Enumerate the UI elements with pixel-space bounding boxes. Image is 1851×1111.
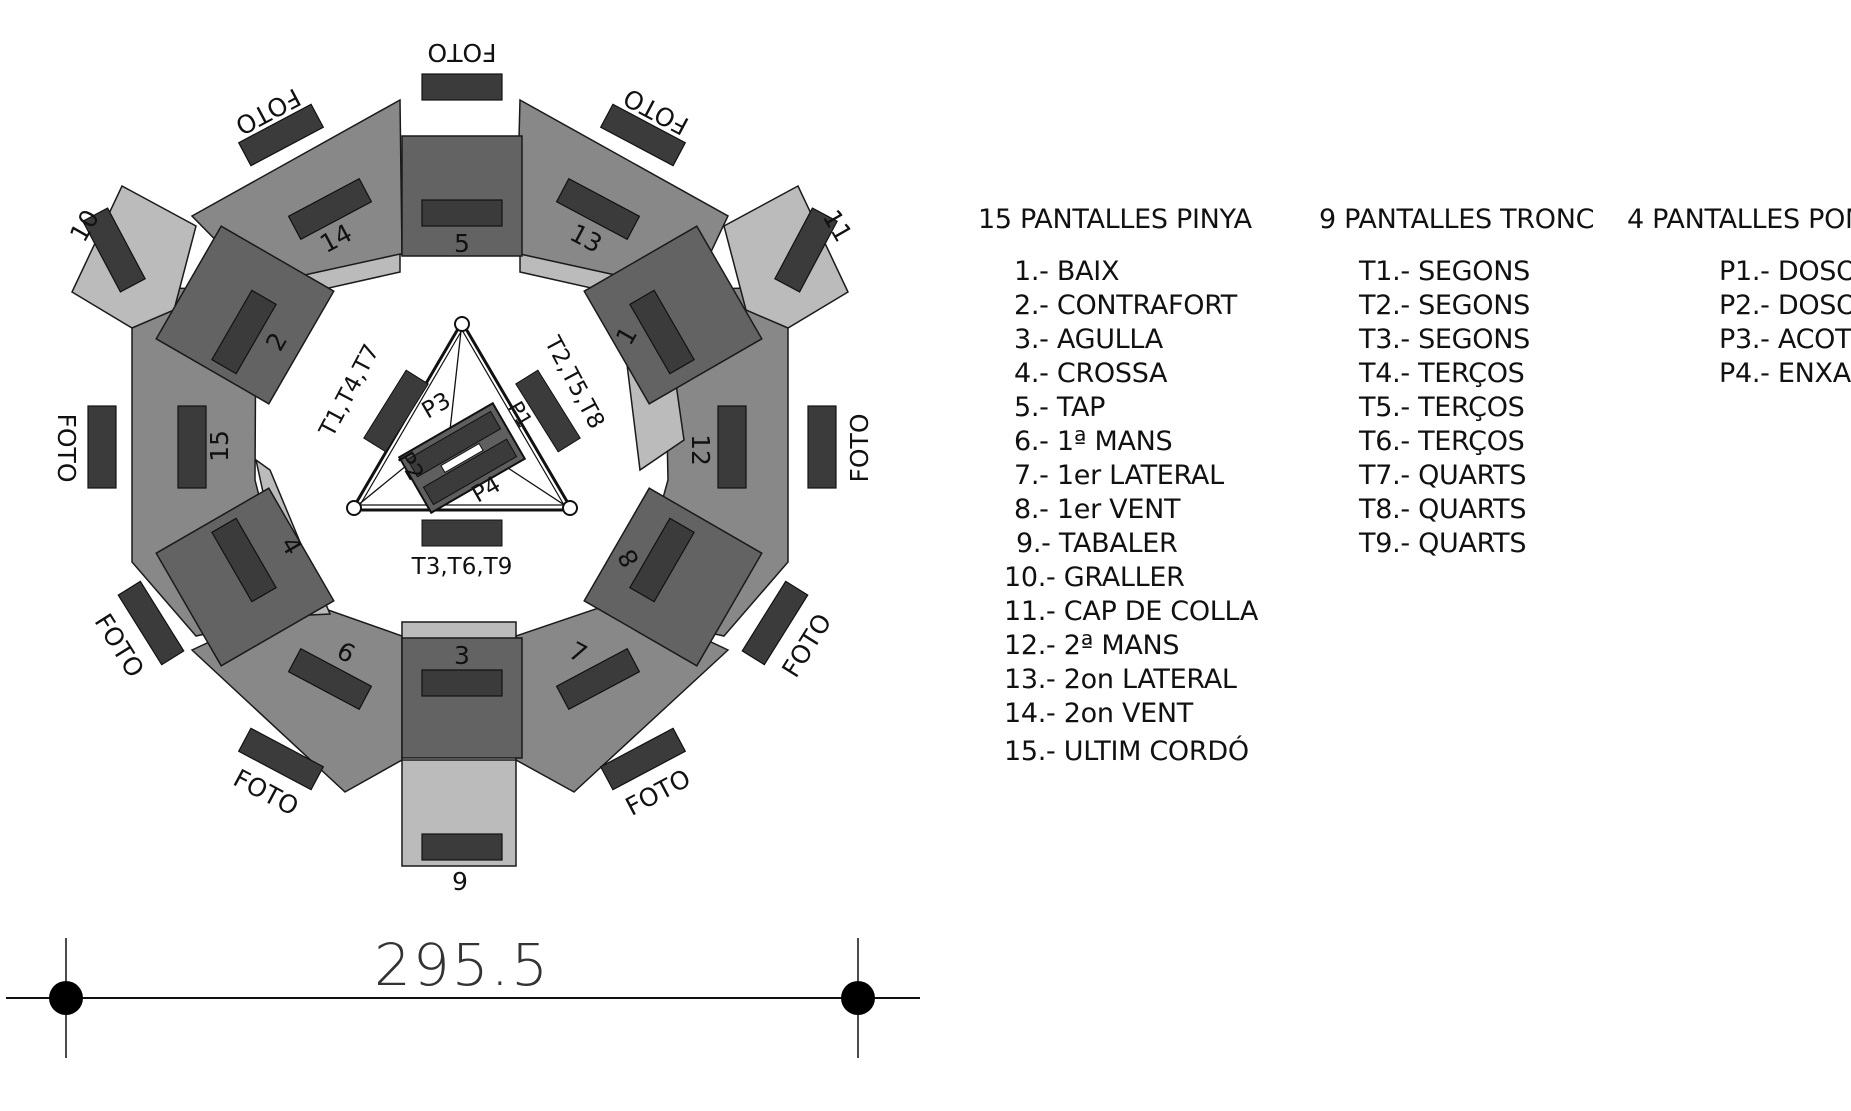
box-5 bbox=[401, 135, 523, 257]
foto-screen-top-left bbox=[237, 103, 325, 167]
triangle-node-right bbox=[562, 500, 578, 516]
foto-screen-top-right bbox=[599, 103, 687, 167]
box-8 bbox=[583, 487, 763, 667]
screen-2 bbox=[211, 289, 277, 375]
foto-screen-top bbox=[421, 73, 503, 101]
legend-item: 3.- AGULLA bbox=[1014, 324, 1163, 355]
screen-8 bbox=[629, 517, 695, 603]
legend-item: 13.- 2on LATERAL bbox=[1004, 664, 1237, 695]
legend-pom-title: 4 PANTALLES POM bbox=[1627, 204, 1851, 235]
legend-tronc-list: T1.- SEGONS T2.- SEGONS T3.- SEGONS T4.-… bbox=[1359, 255, 1594, 561]
legend-item: P2.- DOSO bbox=[1719, 290, 1851, 321]
dimension: 295.5 bbox=[6, 931, 920, 1058]
legend-item: T2.- SEGONS bbox=[1359, 290, 1530, 321]
screen-15 bbox=[177, 405, 207, 489]
legend-item: 7.- 1er LATERAL bbox=[1014, 460, 1224, 491]
legend-tronc: 9 PANTALLES TRONC T1.- SEGONS T2.- SEGON… bbox=[1319, 204, 1594, 561]
box-1 bbox=[583, 225, 763, 405]
dimension-dot-left bbox=[49, 981, 83, 1015]
screen-6 bbox=[287, 647, 373, 711]
tronc-label-t3t6t9: T3,T6,T9 bbox=[411, 554, 513, 580]
tronc-screen-t3t6t9 bbox=[421, 519, 503, 547]
label-12: 12 bbox=[686, 434, 715, 466]
triangle-brace-1 bbox=[449, 321, 463, 431]
foto-screen-left bbox=[87, 405, 117, 489]
foto-label-top: FOTO bbox=[427, 38, 496, 67]
legend-pom-list: P1.- DOSO P2.- DOSO P3.- ACOT P4.- ENXA bbox=[1719, 255, 1851, 391]
legend-item: 14.- 2on VENT bbox=[1004, 698, 1193, 729]
screen-7 bbox=[555, 647, 641, 711]
legend-item: 2.- CONTRAFORT bbox=[1014, 290, 1237, 321]
legend-item: 15.- ULTIM CORDÓ bbox=[1004, 736, 1249, 767]
panel-screens bbox=[82, 177, 838, 861]
screen-9 bbox=[421, 833, 503, 861]
tronc-screen-t1t4t7 bbox=[363, 369, 429, 453]
screen-10 bbox=[82, 207, 146, 293]
screen-13 bbox=[555, 177, 641, 241]
legend-item: T5.- TERÇOS bbox=[1359, 392, 1525, 423]
legend-pinya-title: 15 PANTALLES PINYA bbox=[978, 204, 1252, 235]
legend-item: T1.- SEGONS bbox=[1359, 256, 1530, 287]
label-15: 15 bbox=[205, 430, 234, 462]
legend-item: T7.- QUARTS bbox=[1359, 460, 1527, 491]
legend-item: T8.- QUARTS bbox=[1359, 494, 1527, 525]
box-3 bbox=[401, 637, 523, 759]
dimension-value: 295.5 bbox=[374, 931, 550, 999]
triangle-node-top bbox=[454, 316, 470, 332]
foto-screens bbox=[87, 73, 837, 791]
legend-item: 5.- TAP bbox=[1014, 392, 1106, 423]
pom-label-p3: P3 bbox=[418, 388, 456, 425]
pom-screen-bottom bbox=[422, 438, 518, 506]
screen-3 bbox=[421, 669, 503, 697]
screen-5 bbox=[421, 199, 503, 227]
legend-pom: 4 PANTALLES POM P1.- DOSO P2.- DOSO P3.-… bbox=[1627, 204, 1851, 391]
tower-screen-layout-diagram: 5 3 9 14 13 15 12 6 7 2 1 4 8 10 11 FOTO… bbox=[6, 38, 920, 1058]
foto-screen-bottom-left-b bbox=[237, 727, 325, 791]
legend-item: P1.- DOSO bbox=[1719, 256, 1851, 287]
label-3: 3 bbox=[454, 641, 470, 670]
label-9: 9 bbox=[452, 867, 468, 896]
legend-pinya-list: 1.- BAIX 2.- CONTRAFORT 3.- AGULLA 4.- C… bbox=[1004, 255, 1258, 769]
label-5: 5 bbox=[454, 229, 470, 258]
legend-item: 6.- 1ª MANS bbox=[1014, 426, 1173, 457]
foto-label-left: FOTO bbox=[52, 413, 81, 482]
screen-1 bbox=[629, 289, 695, 375]
legend-item: T9.- QUARTS bbox=[1359, 528, 1527, 559]
legend-item: 12.- 2ª MANS bbox=[1004, 630, 1180, 661]
pom-screen-top bbox=[406, 410, 502, 478]
legend-pinya: 15 PANTALLES PINYA 1.- BAIX 2.- CONTRAFO… bbox=[978, 204, 1258, 769]
legend-item: 1.- BAIX bbox=[1014, 256, 1120, 287]
legend-item: 10.- GRALLER bbox=[1004, 562, 1185, 593]
dimension-dot-right bbox=[841, 981, 875, 1015]
legend-item: P4.- ENXA bbox=[1719, 358, 1851, 389]
legend-item: T4.- TERÇOS bbox=[1359, 358, 1525, 389]
tronc-screen-t2t5t8 bbox=[515, 369, 581, 453]
pom-center-strip bbox=[440, 442, 484, 474]
screen-11 bbox=[774, 207, 838, 293]
foto-screen-right bbox=[807, 405, 837, 489]
legend-item: T3.- SEGONS bbox=[1359, 324, 1530, 355]
legend-item: T6.- TERÇOS bbox=[1359, 426, 1525, 457]
legend-tronc-title: 9 PANTALLES TRONC bbox=[1319, 204, 1595, 235]
pom-box bbox=[397, 401, 527, 515]
foto-screen-bottom-right-a bbox=[741, 580, 809, 666]
triangle-frame-inner bbox=[358, 328, 566, 506]
triangle-node-left bbox=[346, 500, 362, 516]
tronc-triangle bbox=[346, 316, 581, 547]
foto-screen-bottom-right-b bbox=[599, 727, 687, 791]
screen-14 bbox=[287, 177, 373, 241]
foto-screen-bottom-left-a bbox=[117, 580, 185, 666]
legend-item: 8.- 1er VENT bbox=[1014, 494, 1181, 525]
screen-12 bbox=[717, 405, 747, 489]
legend-item: 9.- TABALER bbox=[1016, 528, 1178, 559]
legend-item: 4.- CROSSA bbox=[1014, 358, 1168, 389]
legend-item: 11.- CAP DE COLLA bbox=[1004, 596, 1259, 627]
legend-item: P3.- ACOT bbox=[1719, 324, 1851, 355]
foto-label-right: FOTO bbox=[845, 413, 874, 482]
screen-4 bbox=[211, 517, 277, 603]
